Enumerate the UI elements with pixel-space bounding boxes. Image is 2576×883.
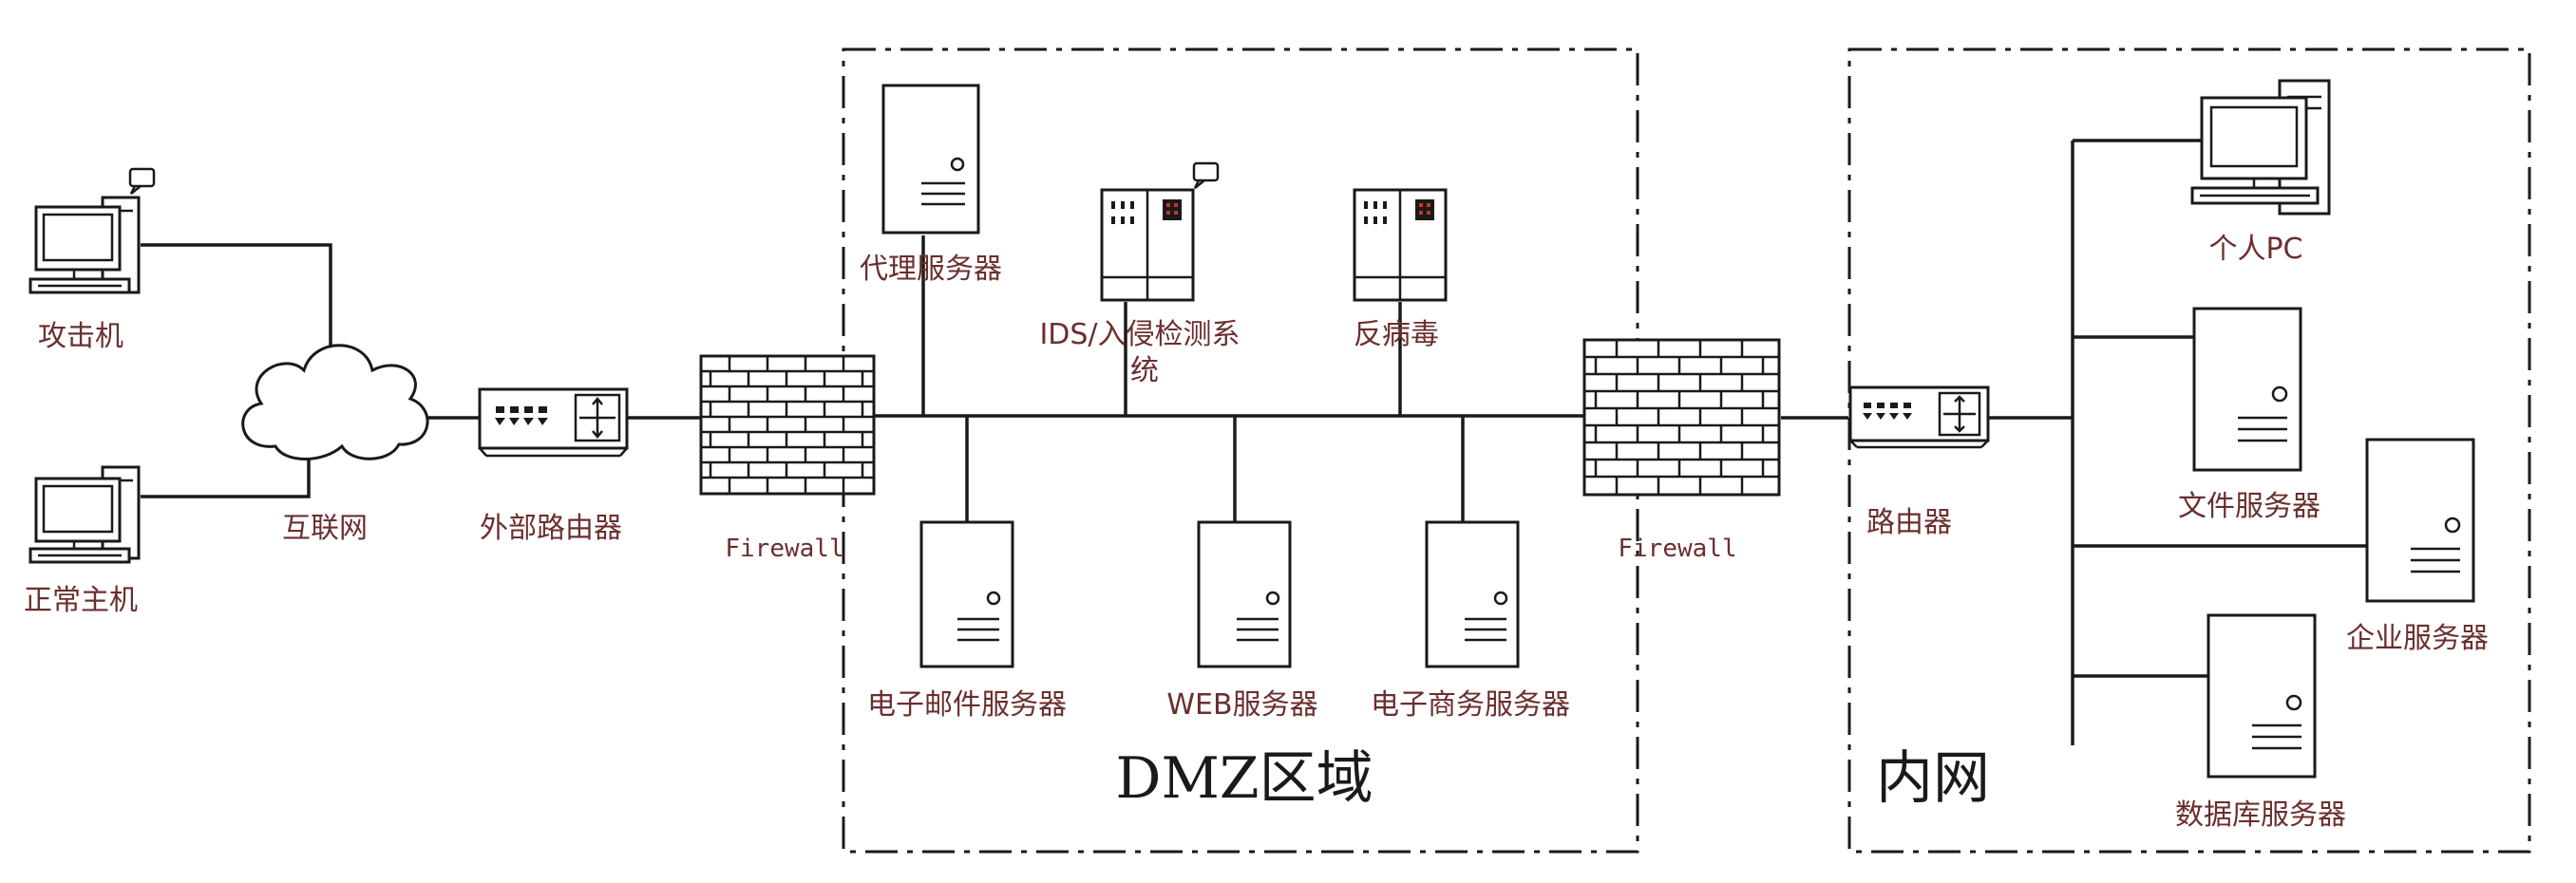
antivirus-appliance-icon [1353,188,1448,302]
router-label: 路由器 [1866,506,1952,539]
file-server-icon [2192,307,2302,472]
normal-host-computer-icon [28,465,141,564]
attacker-computer-icon [28,196,141,294]
firewall-inner-icon [1582,338,1781,497]
intranet-zone-label: 内网 [1876,745,1990,812]
ecommerce-server-icon [1425,520,1520,668]
antivirus-label: 反病毒 [1354,318,1439,351]
enterprise-server-icon [2365,438,2475,603]
ids-appliance-icon [1100,188,1195,302]
external-router-icon [478,387,629,458]
external-router-label: 外部路由器 [480,512,622,545]
dmz-zone-label: DMZ区域 [1115,745,1373,812]
enterprise-server-label: 企业服务器 [2346,622,2489,655]
file-server-label: 文件服务器 [2178,490,2320,523]
database-server-label: 数据库服务器 [2175,798,2346,832]
firewall-outer-label: Firewall [725,535,843,563]
web-server-label: WEB服务器 [1166,688,1317,722]
personal-pc-label: 个人PC [2208,233,2302,266]
connection-lines [141,139,2367,745]
internet-label: 互联网 [282,512,368,545]
ids-label-line2: 统 [1130,354,1159,387]
router-icon [1848,385,1990,449]
ecommerce-server-label: 电子商务服务器 [1371,688,1570,722]
database-server-icon [2207,613,2317,779]
proxy-server-icon [881,84,980,235]
internet-cloud-icon [241,344,429,460]
email-server-label: 电子邮件服务器 [867,688,1067,722]
speech-bubble-icon [1192,161,1220,189]
normal-host-label: 正常主机 [24,584,138,617]
personal-pc-computer-icon [2190,79,2331,216]
firewall-inner-label: Firewall [1618,535,1736,563]
ids-label-line1: IDS/入侵检测系 [1039,318,1240,351]
speech-bubble-icon [128,167,156,195]
attacker-label: 攻击机 [38,320,123,353]
web-server-icon [1197,520,1292,668]
firewall-outer-icon [699,354,876,496]
proxy-server-label: 代理服务器 [860,253,1002,286]
email-server-icon [919,520,1014,668]
